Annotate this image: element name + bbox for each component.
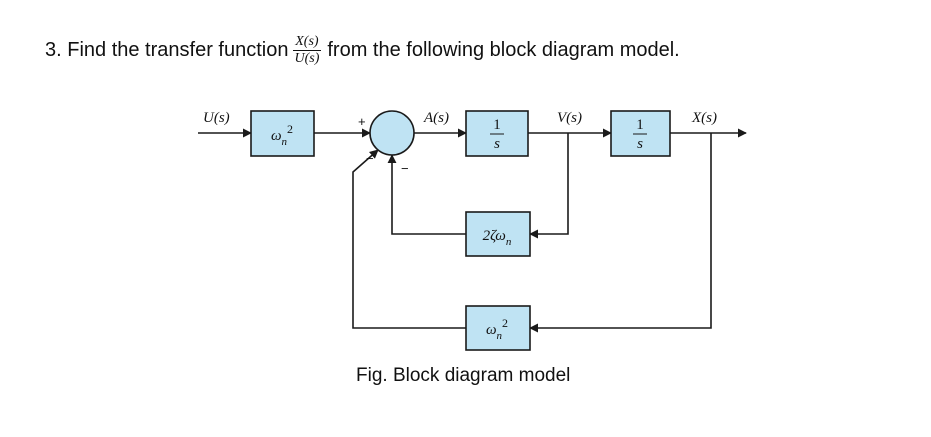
- integrator2-denominator: s: [637, 136, 643, 152]
- input-gain-base: ω: [271, 128, 282, 144]
- feedback-gain-sub: n: [497, 330, 503, 342]
- input-gain-sub: n: [282, 136, 288, 148]
- summer-output-label: A(s): [423, 110, 449, 126]
- feedback-gain-block: [465, 305, 531, 351]
- feedback-gain-label: ωn2: [486, 316, 508, 342]
- damping-label: 2ζωn: [483, 228, 512, 248]
- feedback-gain-sup: 2: [502, 316, 508, 330]
- question-suffix: from the following block diagram model.: [327, 39, 680, 61]
- integrator1-numerator: 1: [493, 117, 501, 133]
- fraction-numerator: X(s): [293, 34, 321, 51]
- output-signal-label: X(s): [691, 110, 717, 126]
- input-gain-label: ωn2: [271, 122, 293, 148]
- plus-sign: +: [358, 114, 366, 129]
- feedback-gain-base: ω: [486, 322, 497, 338]
- damping-prefix: 2ζω: [483, 228, 506, 244]
- outer-feedback-to-summer-line: [352, 149, 466, 329]
- figure-caption: Fig. Block diagram model: [356, 365, 571, 386]
- fraction-denominator: U(s): [294, 51, 320, 66]
- integrator1-denominator: s: [494, 136, 500, 152]
- input-signal-label: U(s): [203, 110, 230, 126]
- damping-sub: n: [506, 236, 512, 248]
- input-gain-sup: 2: [287, 122, 293, 136]
- minus-sign-outer: −: [366, 151, 374, 166]
- question-text: 3. Find the transfer function X(s) U(s) …: [45, 34, 680, 67]
- input-gain-block: [250, 110, 315, 157]
- integrator2-numerator: 1: [636, 117, 644, 133]
- damping-to-summer-line: [387, 154, 466, 235]
- summing-junction: [369, 110, 415, 156]
- minus-sign-inner: −: [401, 161, 409, 176]
- damping-block: [465, 211, 531, 257]
- velocity-signal-label: V(s): [557, 110, 582, 126]
- velocity-feedback-tap: [529, 133, 569, 239]
- position-feedback-tap: [529, 133, 712, 333]
- question-prefix: 3. Find the transfer function: [45, 39, 289, 61]
- transfer-function-fraction: X(s) U(s): [292, 34, 321, 67]
